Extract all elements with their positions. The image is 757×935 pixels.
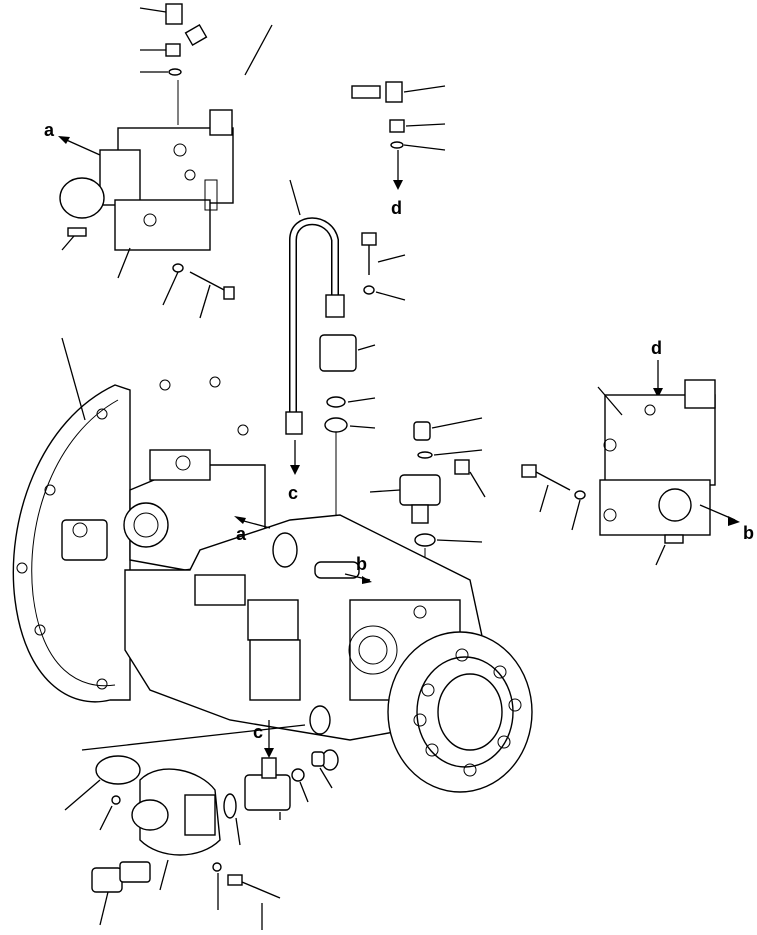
callout-label-d-right: d xyxy=(651,338,662,358)
hose-c xyxy=(285,179,345,475)
main-pump-body xyxy=(12,337,533,793)
gear-pump-assembly-bottom xyxy=(64,720,333,930)
servo-valve-assembly-top xyxy=(59,109,234,251)
callout-label-d-top: d xyxy=(391,198,402,218)
callout-label-b-mid: b xyxy=(356,554,367,574)
callout-label-a-mid: a xyxy=(236,524,247,544)
valve-assembly-right xyxy=(521,360,740,566)
fitting-elbow-top xyxy=(139,3,183,125)
callout-a-top: a xyxy=(44,120,101,156)
bolt-left-top xyxy=(61,227,235,319)
block-and-bolt-mid xyxy=(319,232,406,570)
fittings-mid-right xyxy=(369,417,486,600)
callout-label-b-right: b xyxy=(743,523,754,543)
callout-label-c-mid: c xyxy=(288,483,298,503)
callout-label-a-top: a xyxy=(44,120,55,140)
callout-label-c-low: c xyxy=(253,722,263,742)
callout-a-mid xyxy=(234,516,271,529)
hose-top xyxy=(184,23,446,190)
callout-b-mid xyxy=(344,573,372,584)
